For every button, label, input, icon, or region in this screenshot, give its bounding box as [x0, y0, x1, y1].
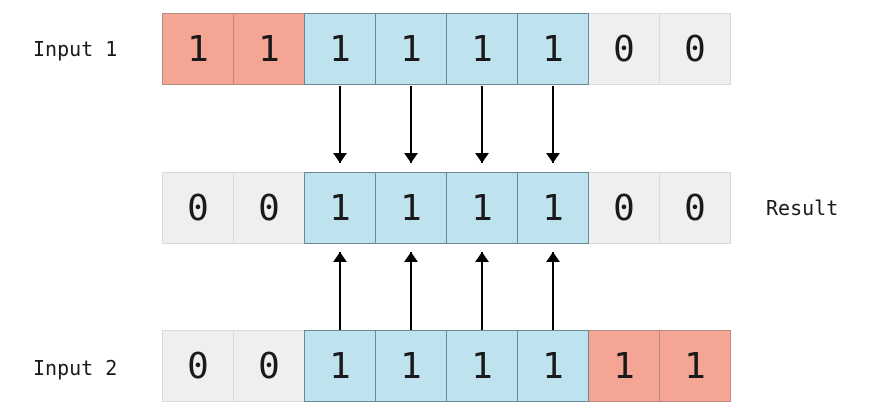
input-1-bit: 0: [588, 13, 660, 85]
result-bit-row: 0 0 1 1 1 1 0 0: [162, 172, 731, 244]
input-2-bit: 1: [588, 330, 660, 402]
input-1-label: Input 1: [33, 37, 118, 61]
input-2-bit: 1: [517, 330, 589, 402]
input-2-bit: 1: [375, 330, 447, 402]
input-1-bit: 1: [446, 13, 518, 85]
result-bit: 0: [588, 172, 660, 244]
input-2-label: Input 2: [33, 356, 118, 380]
result-bit: 0: [162, 172, 234, 244]
result-bit: 1: [517, 172, 589, 244]
result-label: Result: [766, 196, 839, 220]
input-1-bit: 1: [162, 13, 234, 85]
input-2-bit: 0: [162, 330, 234, 402]
input-1-bit-row: 1 1 1 1 1 1 0 0: [162, 13, 731, 85]
input-1-bit: 1: [233, 13, 305, 85]
input-2-bit: 1: [446, 330, 518, 402]
result-bit: 0: [659, 172, 731, 244]
input-1-bit: 1: [375, 13, 447, 85]
input-2-bit: 1: [659, 330, 731, 402]
input-2-bit: 0: [233, 330, 305, 402]
result-bit: 1: [304, 172, 376, 244]
input-2-bit: 1: [304, 330, 376, 402]
result-bit: 0: [233, 172, 305, 244]
input-1-bit: 1: [304, 13, 376, 85]
input-1-bit: 1: [517, 13, 589, 85]
result-bit: 1: [446, 172, 518, 244]
input-1-bit: 0: [659, 13, 731, 85]
input-2-bit-row: 0 0 1 1 1 1 1 1: [162, 330, 731, 402]
result-bit: 1: [375, 172, 447, 244]
